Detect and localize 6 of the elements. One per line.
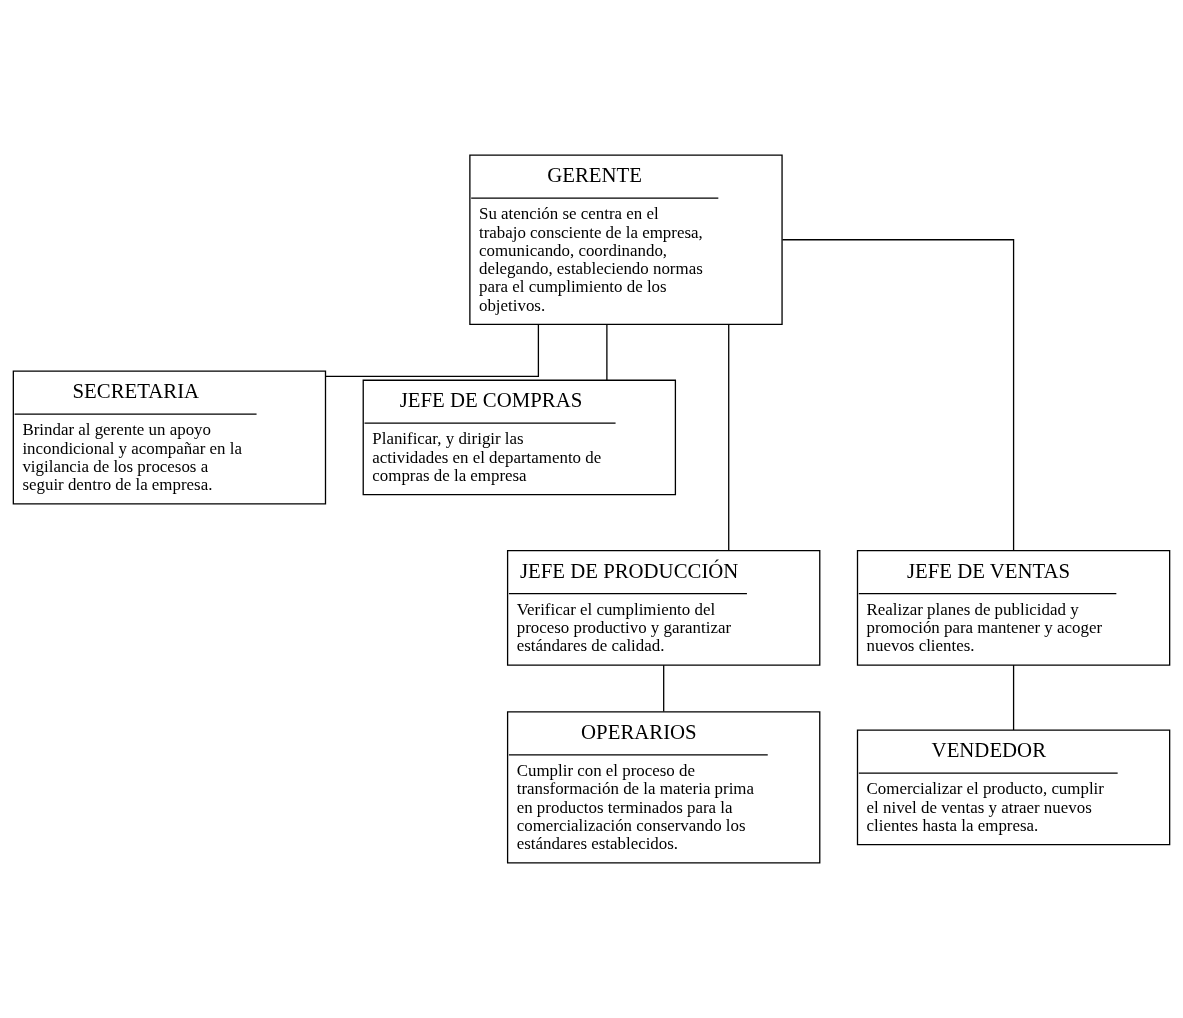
- connector: [1012, 664, 1015, 731]
- connector: [663, 664, 665, 713]
- connector: [606, 324, 608, 381]
- connector: [728, 324, 730, 551]
- connector: [781, 239, 1015, 551]
- connector: [325, 323, 540, 377]
